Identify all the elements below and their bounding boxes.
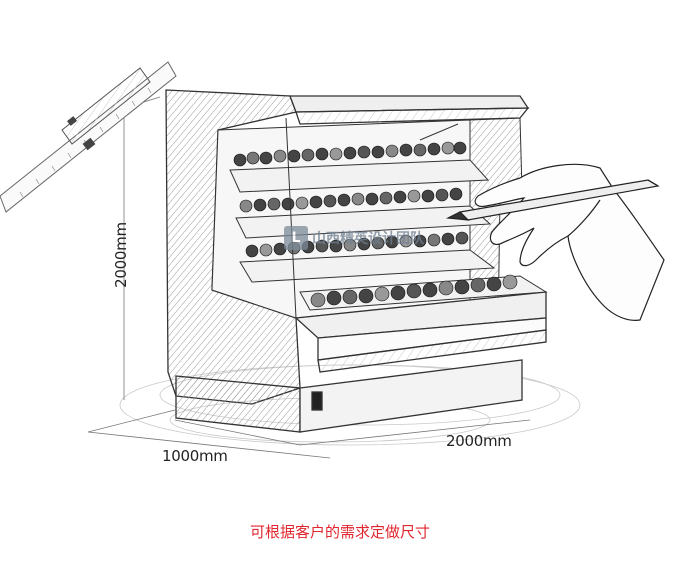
watermark: L 山西精英设计团队 [284,226,424,250]
canopy-lights [285,117,459,319]
watermark-text: 山西精英设计团队 [312,231,424,247]
produce-shelf-4 [310,274,518,308]
caption: 可根据客户的需求定做尺寸 [249,523,430,541]
width-dimension-label: 2000mm [446,432,512,450]
watermark-logo-icon: L [284,226,308,250]
depth-dimension-label: 1000mm [162,447,228,465]
produce-shelf-2 [239,187,463,213]
hand-with-pencil [445,163,665,321]
floor-dimension-lines [87,409,531,459]
produce-rows [233,141,518,308]
produce-shelf-1 [233,141,467,167]
ruler [0,61,177,213]
height-dimension-label: 2000mm [112,222,130,288]
